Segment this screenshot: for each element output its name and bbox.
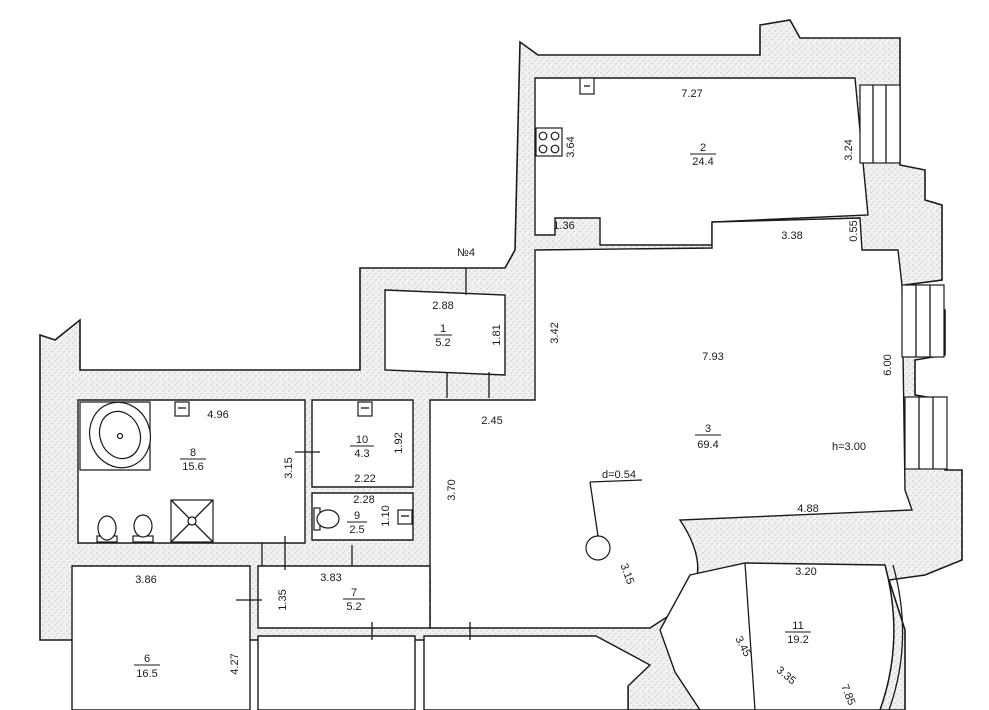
room-8-label: 8 15.6 <box>180 447 206 473</box>
ceiling-height-label: h=3.00 <box>832 441 866 453</box>
bay-window-arc <box>879 564 895 710</box>
svg-text:8: 8 <box>190 447 196 459</box>
dim-2-22: 2.22 <box>354 473 375 485</box>
dim-2-88: 2.88 <box>432 300 453 312</box>
dim-1-81: 1.81 <box>491 324 503 345</box>
shower-tray-icon <box>170 499 214 543</box>
room-11-floor <box>659 562 895 710</box>
bathtub-icon <box>79 401 151 471</box>
room-3-label: 3 69.4 <box>695 423 721 451</box>
window-icon <box>901 284 945 358</box>
room-1-label: 1 5.2 <box>434 323 452 349</box>
toilet-icon <box>96 515 118 543</box>
svg-text:9: 9 <box>354 510 360 522</box>
svg-text:24.4: 24.4 <box>692 156 713 168</box>
room-10-floor <box>311 399 414 488</box>
room-11-label: 11 19.2 <box>785 620 811 646</box>
room-6-floor <box>71 565 251 710</box>
room-9-floor <box>311 492 414 541</box>
dim-3-20: 3.20 <box>795 566 816 578</box>
svg-text:7: 7 <box>351 587 357 599</box>
dim-2-28: 2.28 <box>353 494 374 506</box>
room-2-label: 2 24.4 <box>690 142 716 168</box>
dim-3-64: 3.64 <box>565 136 577 157</box>
svg-text:69.4: 69.4 <box>697 439 718 451</box>
lower-room-a <box>257 635 416 710</box>
room-9-label: 9 2.5 <box>347 510 367 536</box>
svg-text:15.6: 15.6 <box>182 461 203 473</box>
sink-icon <box>174 401 190 417</box>
svg-text:11: 11 <box>792 620 803 632</box>
dim-2-45: 2.45 <box>481 415 502 427</box>
svg-text:5.2: 5.2 <box>435 337 450 349</box>
svg-text:16.5: 16.5 <box>136 668 157 680</box>
dim-3-15-a: 3.15 <box>283 457 295 478</box>
column-icon <box>585 479 643 561</box>
stove-icon <box>535 127 563 157</box>
toilet-icon <box>313 507 340 531</box>
svg-text:6: 6 <box>144 653 150 665</box>
svg-text:5.2: 5.2 <box>346 601 361 613</box>
dim-6-00: 6.00 <box>882 354 894 375</box>
toilet-icon <box>132 514 154 543</box>
sink-icon <box>579 77 595 95</box>
dim-3-70: 3.70 <box>446 479 458 500</box>
dim-3-38: 3.38 <box>781 230 802 242</box>
dim-4-27: 4.27 <box>229 653 241 674</box>
column-diameter-label: d=0.54 <box>602 469 636 481</box>
sink-icon <box>397 509 413 525</box>
room-7-label: 7 5.2 <box>343 587 365 613</box>
dim-1-10: 1.10 <box>380 505 392 526</box>
apartment-number-label: №4 <box>457 247 475 259</box>
svg-text:2.5: 2.5 <box>349 524 364 536</box>
dim-1-35: 1.35 <box>277 589 289 610</box>
dim-3-42: 3.42 <box>549 322 561 343</box>
window-icon <box>859 84 901 164</box>
room-2-floor <box>534 77 869 246</box>
svg-text:1: 1 <box>440 323 446 335</box>
room-1-floor <box>384 289 506 376</box>
sink-icon <box>357 401 373 417</box>
room-6-label: 6 16.5 <box>134 653 160 680</box>
dim-0-55: 0.55 <box>848 220 860 241</box>
dim-3-83: 3.83 <box>320 572 341 584</box>
dim-7-93: 7.93 <box>702 351 723 363</box>
dim-1-92: 1.92 <box>393 432 405 453</box>
dim-4-96: 4.96 <box>207 409 228 421</box>
room-3-floor <box>429 217 913 629</box>
svg-text:19.2: 19.2 <box>787 634 808 646</box>
dim-3-86: 3.86 <box>135 574 156 586</box>
svg-text:3: 3 <box>705 423 711 435</box>
room-10-label: 10 4.3 <box>350 434 374 460</box>
lower-room-b <box>423 635 652 710</box>
dim-4-88: 4.88 <box>797 503 818 515</box>
window-icon <box>904 396 948 470</box>
dim-1-36: 1.36 <box>553 220 574 232</box>
svg-text:10: 10 <box>356 434 368 446</box>
svg-text:4.3: 4.3 <box>354 448 369 460</box>
svg-text:2: 2 <box>700 142 706 154</box>
dim-3-24: 3.24 <box>843 139 855 160</box>
dim-7-27: 7.27 <box>681 88 702 100</box>
opening-dashed-kitchen <box>711 217 861 223</box>
